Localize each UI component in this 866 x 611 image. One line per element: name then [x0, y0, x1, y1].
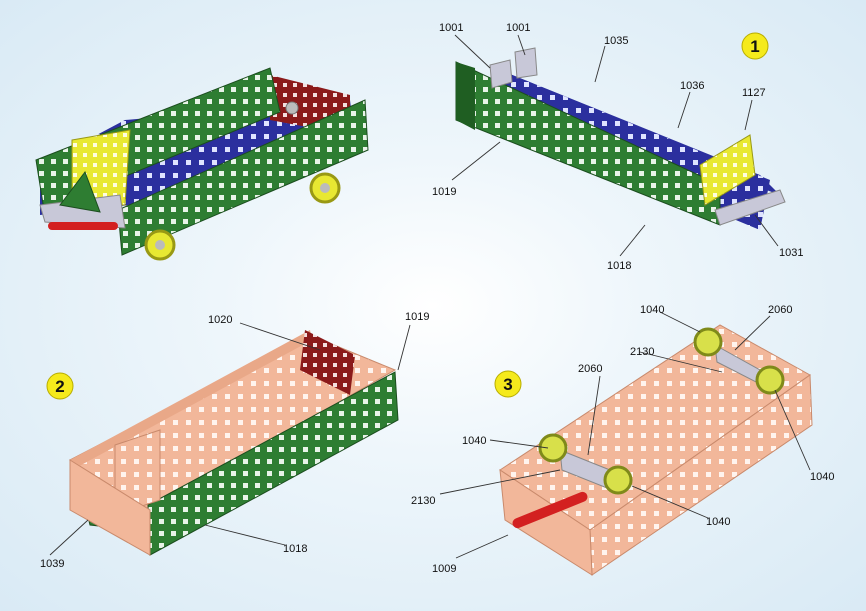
step-3-number: 3: [503, 375, 512, 394]
label-2130-top: 2130: [630, 346, 654, 358]
step-1-illustration: [455, 47, 786, 230]
step-1-badge: 1: [741, 32, 769, 60]
label-1040-left: 1040: [462, 435, 486, 447]
label-2060-left: 2060: [578, 363, 602, 375]
label-1018-step2: 1018: [283, 543, 307, 555]
step-2-number: 2: [55, 377, 64, 396]
label-1001-left: 1001: [439, 22, 463, 34]
label-2060-right: 2060: [768, 304, 792, 316]
step-3-illustration: [499, 324, 813, 576]
label-1035: 1035: [604, 35, 628, 47]
label-1031: 1031: [779, 247, 803, 259]
step-2-illustration: [68, 330, 399, 556]
finished-wagon-illustration: [35, 67, 369, 261]
label-1009: 1009: [432, 563, 456, 575]
label-1040-top: 1040: [640, 304, 664, 316]
label-1039: 1039: [40, 558, 64, 570]
label-1020: 1020: [208, 314, 232, 326]
leader-lines: [49, 34, 811, 559]
label-1019-step2: 1019: [405, 311, 429, 323]
label-2130-bottom: 2130: [411, 495, 435, 507]
label-1019-step1: 1019: [432, 186, 456, 198]
label-1018-step1: 1018: [607, 260, 631, 272]
part-labels: 1001 1001 1035 1036 1127 1019 1018 1031 …: [40, 22, 834, 575]
step-3-badge: 3: [494, 370, 522, 398]
label-1127: 1127: [742, 87, 766, 99]
label-1040-right: 1040: [810, 471, 834, 483]
step-2-badge: 2: [46, 372, 74, 400]
label-1036: 1036: [680, 80, 704, 92]
label-1001-right: 1001: [506, 22, 530, 34]
label-1040-bottom: 1040: [706, 516, 730, 528]
step-1-number: 1: [750, 37, 759, 56]
